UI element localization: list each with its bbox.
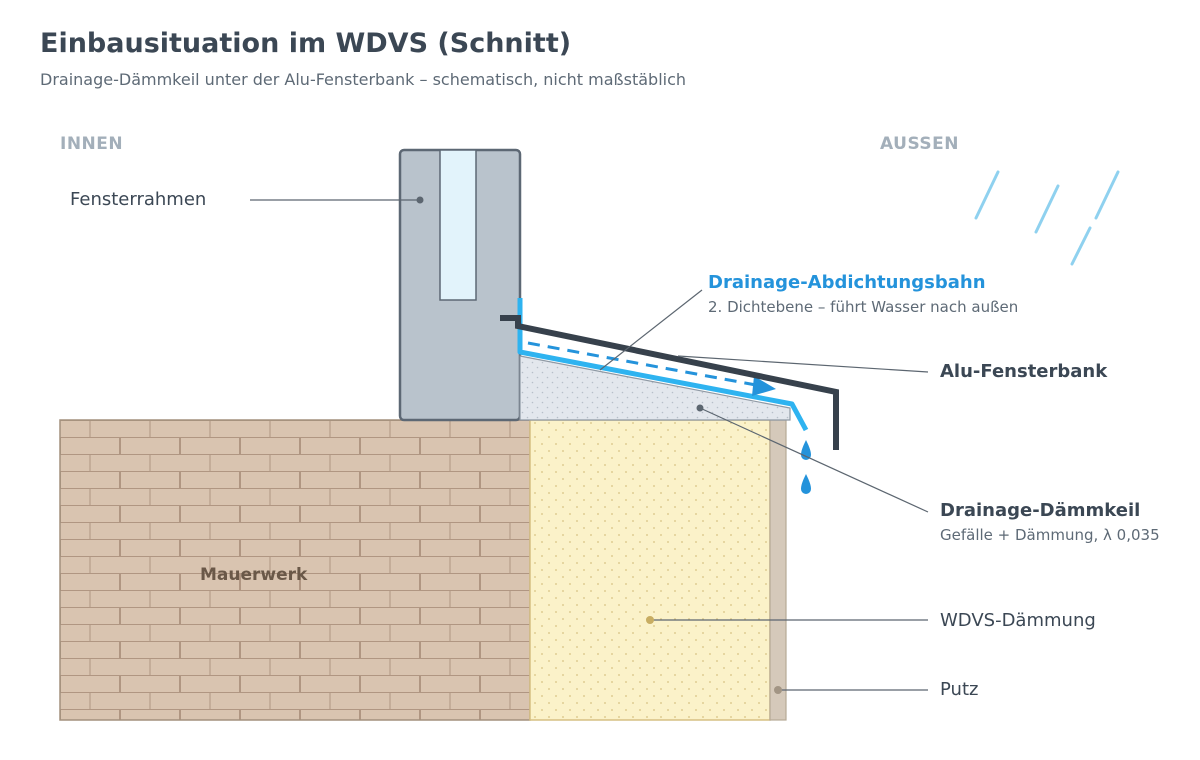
- callout-membrane: Drainage-Abdichtungsbahn 2. Dichtebene –…: [599, 272, 1018, 371]
- label-sill: Alu-Fensterbank: [940, 361, 1108, 382]
- drainage-wedge: [519, 355, 791, 421]
- wdvs-insulation: [529, 419, 771, 721]
- callout-plaster: Putz: [774, 679, 978, 700]
- label-window-frame: Fensterrahmen: [70, 189, 206, 210]
- aluminium-sill: [500, 315, 839, 450]
- callout-insulation: WDVS-Dämmung: [646, 610, 1096, 631]
- side-label-inside: INNEN: [60, 134, 123, 154]
- masonry-wall: [59, 419, 531, 721]
- callout-window-frame: Fensterrahmen: [70, 189, 424, 210]
- label-insulation: WDVS-Dämmung: [940, 610, 1096, 631]
- side-label-outside: AUSSEN: [880, 134, 959, 154]
- window-frame: [398, 148, 522, 422]
- page-subtitle: Drainage-Dämmkeil unter der Alu-Fensterb…: [40, 70, 686, 89]
- note-wedge: Gefälle + Dämmung, λ 0,035: [940, 526, 1160, 544]
- label-wedge: Drainage-Dämmkeil: [940, 500, 1140, 521]
- masonry-label: Mauerwerk: [200, 565, 308, 585]
- page-title: Einbausituation im WDVS (Schnitt): [40, 28, 571, 59]
- note-membrane: 2. Dichtebene – führt Wasser nach außen: [708, 298, 1018, 316]
- water-drop-icon: [801, 474, 811, 494]
- label-membrane: Drainage-Abdichtungsbahn: [708, 272, 986, 293]
- drainage-flow-arrow-icon: [527, 341, 776, 396]
- plaster-layer: [769, 419, 787, 721]
- rain-icon: [974, 170, 1120, 266]
- callout-wedge: Drainage-Dämmkeil Gefälle + Dämmung, λ 0…: [696, 404, 1160, 544]
- label-plaster: Putz: [940, 679, 978, 700]
- callout-sill: Alu-Fensterbank: [677, 355, 1108, 382]
